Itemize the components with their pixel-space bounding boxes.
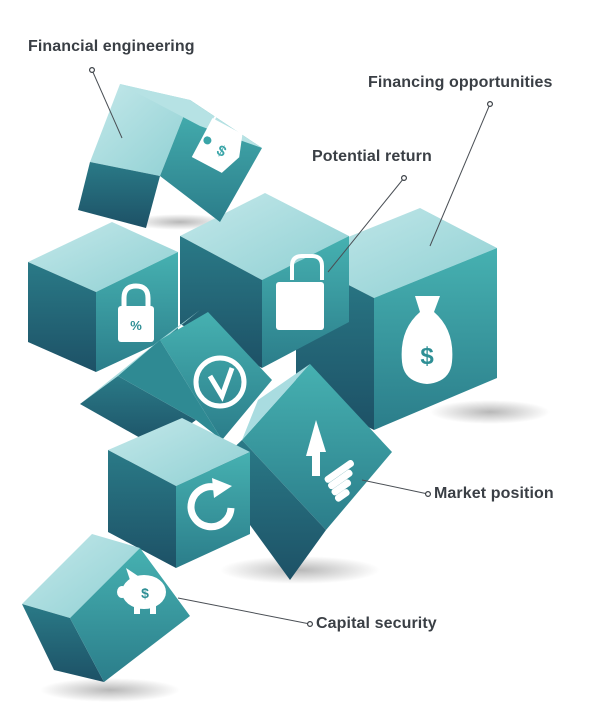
label-market-position: Market position — [434, 485, 554, 502]
cube-shadow — [430, 400, 550, 424]
leader-dot — [401, 175, 408, 182]
leader-dot — [425, 491, 432, 498]
label-capital-security: Capital security — [316, 615, 437, 632]
cube-shadow — [220, 556, 380, 584]
leader-capital-security — [177, 597, 311, 625]
money-bag-symbol: $ — [420, 343, 434, 370]
lock-symbol: % — [130, 318, 142, 333]
label-financing-opportunities: Financing opportunities — [368, 74, 553, 91]
leader-dots — [88, 66, 494, 627]
piggy-bank-symbol: $ — [141, 585, 149, 601]
lock-icon — [118, 283, 154, 342]
leader-financing-opportunities — [429, 103, 491, 247]
leader-dot — [307, 620, 314, 627]
leader-dot — [88, 66, 95, 73]
label-potential-return: Potential return — [312, 148, 432, 165]
piggy-bank-icon — [117, 568, 166, 614]
cube-price-tag: $ — [78, 84, 262, 228]
growth-arrow-icon — [306, 420, 355, 502]
label-financial-engineering: Financial engineering — [28, 38, 195, 55]
leader-market-position — [361, 479, 429, 495]
cube-refresh — [108, 418, 250, 568]
leader-potential-return — [327, 177, 405, 273]
leader-dot — [487, 100, 494, 107]
refresh-icon — [187, 478, 235, 531]
cube-shadow — [40, 678, 180, 702]
cube-piggy-bank: $ — [22, 534, 190, 682]
money-bag-icon — [401, 296, 453, 384]
leader-lines — [91, 69, 491, 625]
price-tag-icon — [191, 109, 243, 173]
shopping-bag-icon — [276, 254, 324, 330]
leader-financial-engineering — [91, 69, 123, 139]
clock-check-icon — [193, 355, 247, 409]
